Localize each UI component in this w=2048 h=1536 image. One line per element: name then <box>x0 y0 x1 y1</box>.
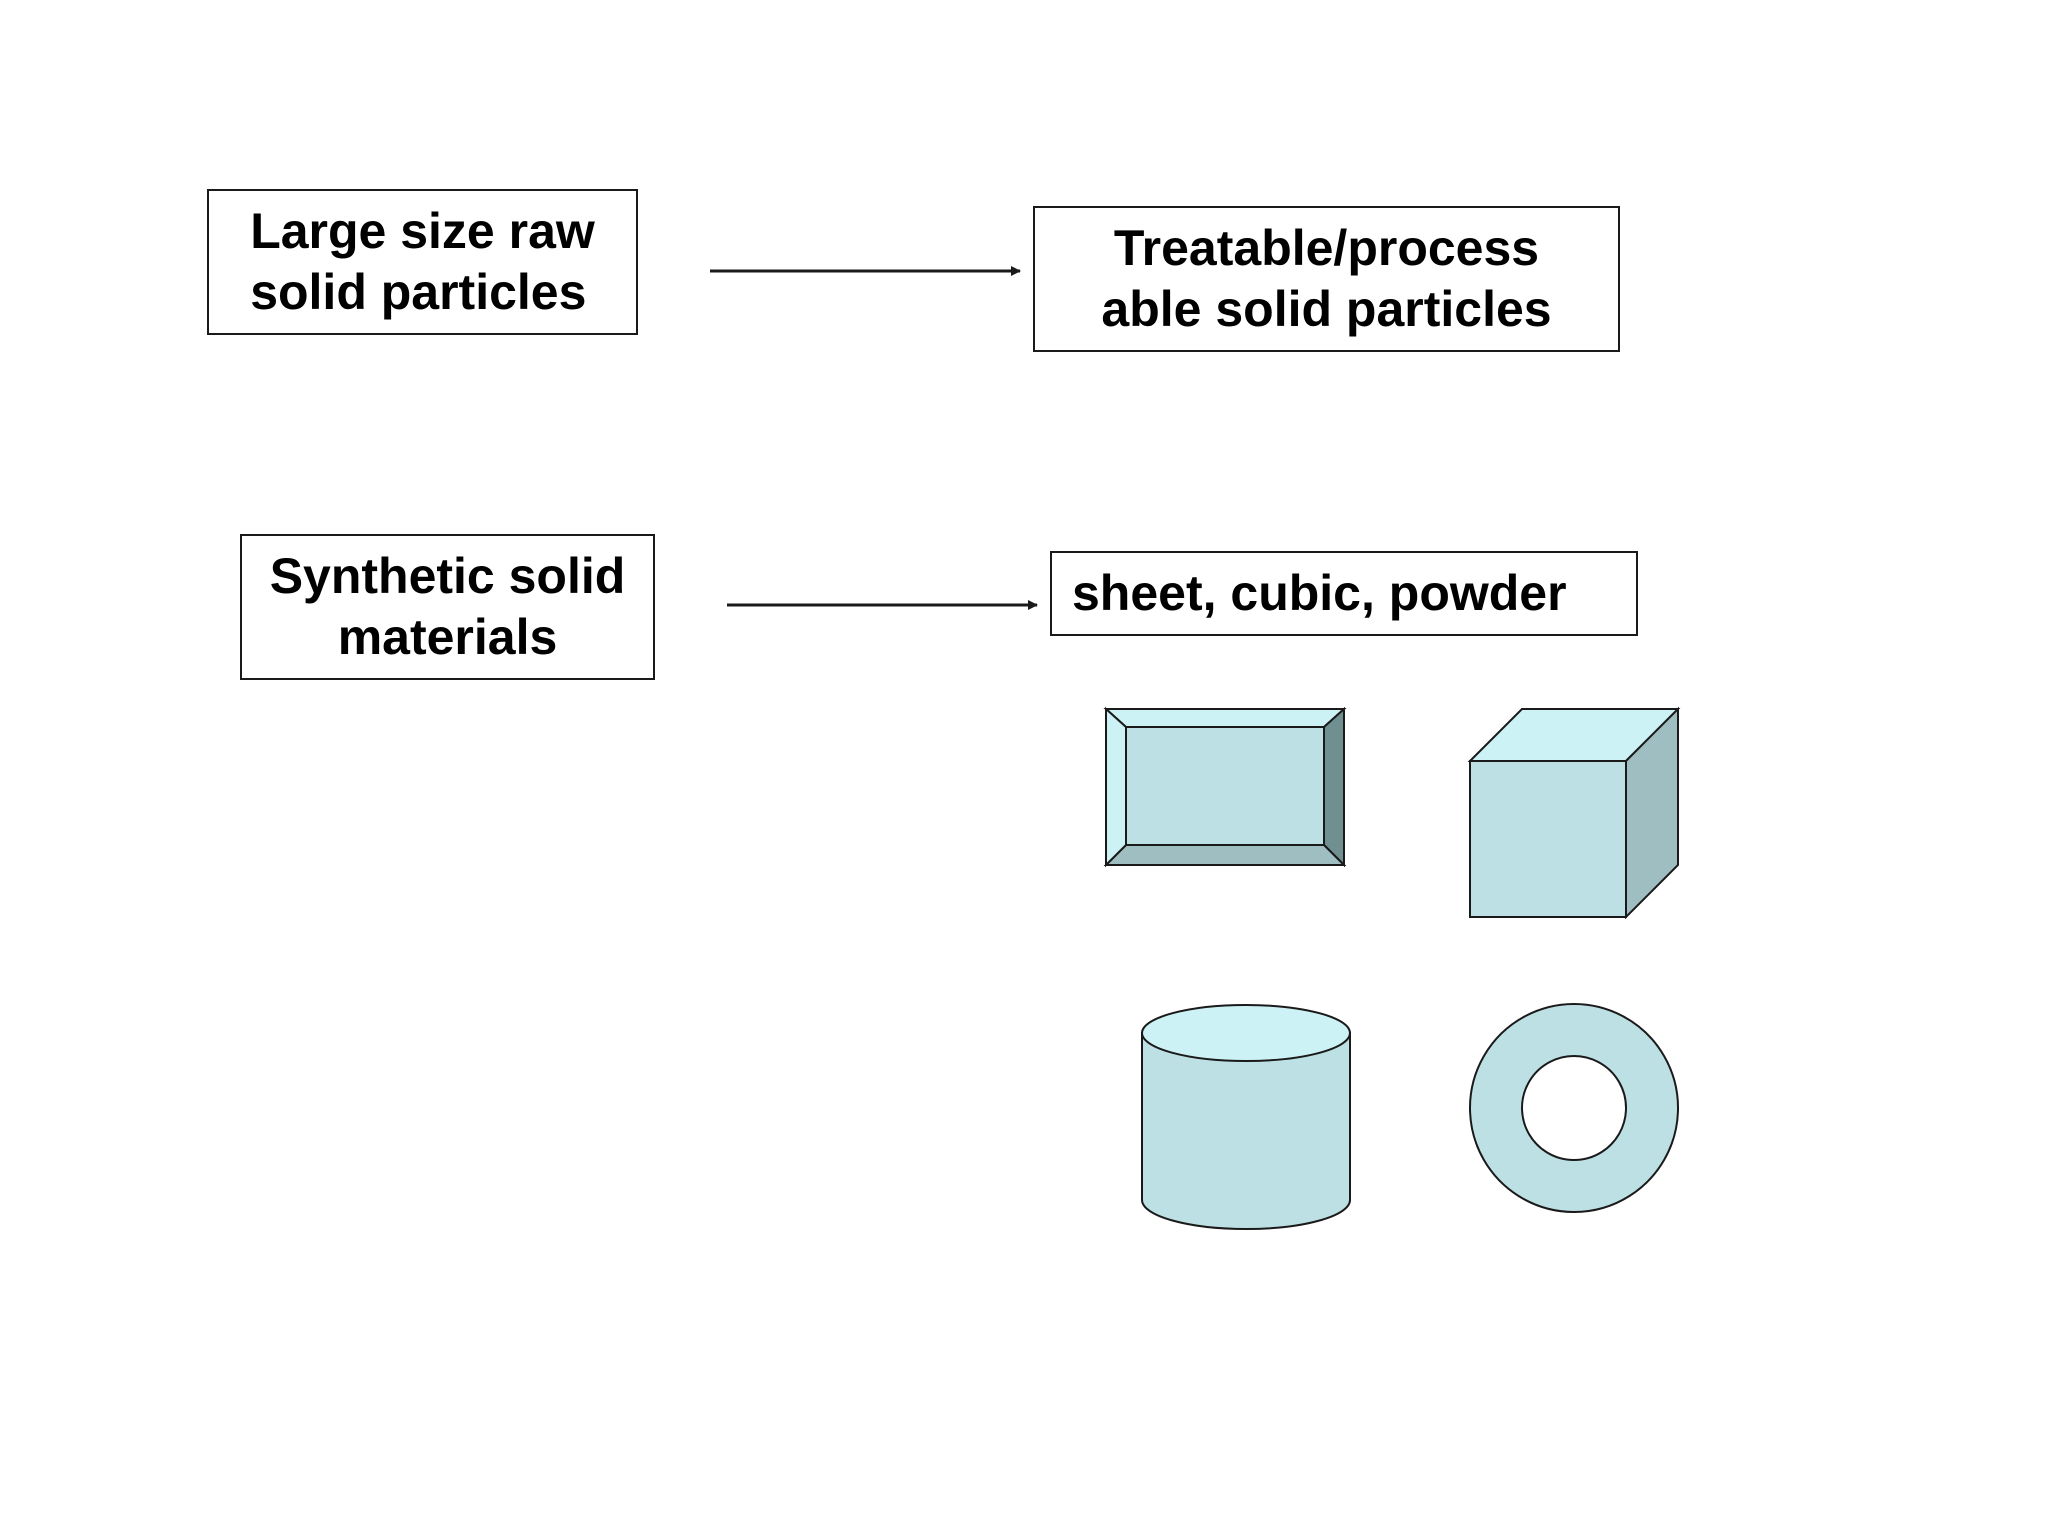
sheet-icon <box>1103 706 1347 868</box>
ring-icon <box>1469 1003 1679 1213</box>
source-label-raw-particles: Large size raw solid particles <box>250 203 595 320</box>
cylinder-icon <box>1141 1004 1351 1230</box>
target-label-treatable-particles: Treatable/process able solid particles <box>1101 220 1552 337</box>
cube-icon <box>1467 706 1681 920</box>
source-box-raw-particles: Large size raw solid particles <box>207 189 638 335</box>
target-box-shape-types: sheet, cubic, powder <box>1050 551 1638 636</box>
source-label-synthetic-materials: Synthetic solid materials <box>269 548 626 665</box>
target-box-treatable-particles: Treatable/process able solid particles <box>1033 206 1620 352</box>
source-box-synthetic-materials: Synthetic solid materials <box>240 534 655 680</box>
target-label-shape-types: sheet, cubic, powder <box>1072 565 1567 621</box>
